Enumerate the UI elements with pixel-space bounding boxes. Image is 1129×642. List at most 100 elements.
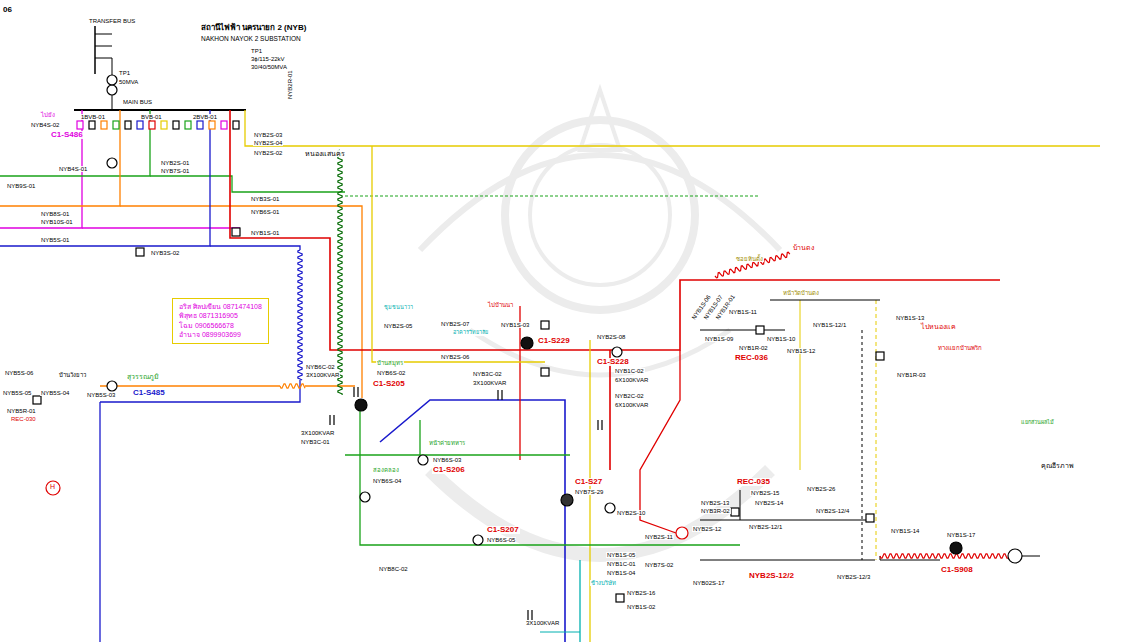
equipment-label: NYB3S-01 <box>250 196 280 202</box>
feeder-wire <box>99 402 100 642</box>
equipment-label: บ้านสมุทร <box>376 360 404 366</box>
equipment-label: บ้านดง <box>792 244 815 251</box>
feeder-wire <box>1022 556 1040 557</box>
equipment-label: 50MVA <box>118 79 139 85</box>
equipment-label: BVB-01 <box>140 114 163 120</box>
equipment-label: NYB8S-01 <box>40 211 70 217</box>
equipment-label: REC-035 <box>736 478 771 486</box>
feeder-wire <box>740 490 741 520</box>
equipment-label: NYB2S-06 <box>440 354 470 360</box>
equipment-label: NYB1S-02 <box>626 604 656 610</box>
breaker-symbol <box>77 121 83 129</box>
equipment-label: อาคารวิทยาลัย <box>452 330 489 336</box>
equipment-label: TP1 <box>250 48 263 54</box>
equipment-label: NYB2S-03 <box>253 132 283 138</box>
equipment-label: สถานีไฟฟ้า นครนายก 2 (NYB) <box>200 24 307 32</box>
cable-run <box>715 252 790 278</box>
equipment-label: 3X100KVAR <box>472 380 507 386</box>
feeder-wire <box>305 385 355 386</box>
equipment-label: C1-S205 <box>372 380 406 388</box>
equipment-label: NYB02S-17 <box>692 580 726 586</box>
equipment-label: NYB1S-10 <box>766 336 796 342</box>
equipment-label: NYB1S-09 <box>704 336 734 342</box>
feeder-wire <box>540 632 580 633</box>
feeder-wire <box>609 350 611 470</box>
feeder-wire <box>95 46 112 47</box>
equipment-label: 3X100KVAR <box>300 430 335 436</box>
switch-symbol <box>418 455 428 465</box>
feeder-wire <box>210 246 300 250</box>
feeder-wire <box>74 109 246 111</box>
cable-runs <box>280 150 1008 558</box>
equipment-label: NYB2S-05 <box>383 323 413 329</box>
equipment-label: H <box>49 483 56 490</box>
recloser-symbol <box>866 514 874 522</box>
equipment-label: ข้างบริษัท <box>590 580 617 586</box>
equipment-label: NYB1R-03 <box>896 372 927 378</box>
feeder-wire <box>372 146 545 362</box>
equipment-label: บ้านวังยาว <box>58 372 87 378</box>
equipment-label: หน้าค่ายทหาร <box>428 440 466 446</box>
equipment-label: NYB7S-02 <box>644 562 674 568</box>
equipment-label: NYB1R-02 <box>738 345 769 351</box>
equipment-label: ซอยหินตั้ง <box>735 256 764 262</box>
equipment-label: NYB5R-01 <box>6 408 37 414</box>
equipment-label: C1-S27 <box>574 478 603 486</box>
equipment-label: หนองแสนคร <box>304 150 346 157</box>
breaker-symbol <box>149 121 155 129</box>
equipment-label: NYB1S-04 <box>606 570 636 576</box>
watermark-seal <box>420 90 780 555</box>
recloser-symbol <box>136 248 144 256</box>
feeder-wire <box>0 110 150 176</box>
equipment-label: TRANSFER BUS <box>88 18 136 24</box>
capacitor-symbols <box>330 387 602 620</box>
equipment-label: NYB3C-01 <box>300 439 331 445</box>
equipment-label: NYB2S-26 <box>806 486 836 492</box>
equipment-label: NYB2S-12/1 <box>748 524 783 530</box>
capacitor-symbol <box>330 415 334 425</box>
breaker-symbol <box>161 121 167 129</box>
feeder-wire <box>120 206 362 398</box>
equipment-label: NYB2S-12/3 <box>836 574 871 580</box>
switch-symbol <box>107 158 117 168</box>
capacitor-symbol <box>354 387 358 397</box>
capacitor-symbol <box>598 420 602 430</box>
feeder-wire <box>345 196 760 197</box>
switch-symbol <box>46 481 60 495</box>
switch-symbols <box>46 75 1022 563</box>
recloser-symbols <box>33 228 884 602</box>
equipment-label: C1-S229 <box>537 337 571 345</box>
feeder-wire <box>95 34 112 35</box>
equipment-label: 30/40/50MVA <box>250 64 288 70</box>
recloser-symbol <box>616 594 624 602</box>
equipment-label: NYB2S-12/4 <box>815 508 850 514</box>
equipment-label: NYB6S-01 <box>250 209 280 215</box>
equipment-label: NAKHON NAYOK 2 SUBSTATION <box>200 36 302 43</box>
equipment-label: NYB10S-01 <box>40 219 74 225</box>
equipment-label: NYB2R-01 <box>287 69 293 100</box>
equipment-label: สองคลอง <box>372 467 400 473</box>
feeder-wire <box>862 330 863 560</box>
feeder-wire <box>0 110 210 246</box>
equipment-label: NYB2S-12 <box>692 526 722 532</box>
equipment-label: NYB6S-03 <box>432 457 462 463</box>
equipment-label: NYB6C-02 <box>305 364 336 370</box>
equipment-label: NYB2S-08 <box>596 334 626 340</box>
equipment-label: ไปยัง <box>40 112 56 118</box>
contact-text: อริส ศิลปเขียน 0871474108 <box>179 302 262 311</box>
equipment-label: 1BVB-01 <box>80 114 106 120</box>
cable-run <box>880 554 1008 558</box>
equipment-label: 3X100KVAR <box>525 620 560 626</box>
equipment-label: NYB1S-03 <box>500 322 530 328</box>
equipment-label: NYB3R-02 <box>700 508 731 514</box>
equipment-label: 6X100KVAR <box>614 377 649 383</box>
breaker-row <box>77 121 239 129</box>
switch-symbol <box>676 527 688 539</box>
equipment-label: NYB2S-01 <box>160 160 190 166</box>
equipment-label: 3ϕ/115-22kV <box>250 56 286 62</box>
feeder-wire <box>876 300 877 560</box>
breaker-symbol <box>233 121 239 129</box>
switch-symbol <box>612 347 622 357</box>
equipment-label: NYB1S-01 <box>250 230 280 236</box>
equipment-label: NYB1S-17 <box>946 532 976 538</box>
